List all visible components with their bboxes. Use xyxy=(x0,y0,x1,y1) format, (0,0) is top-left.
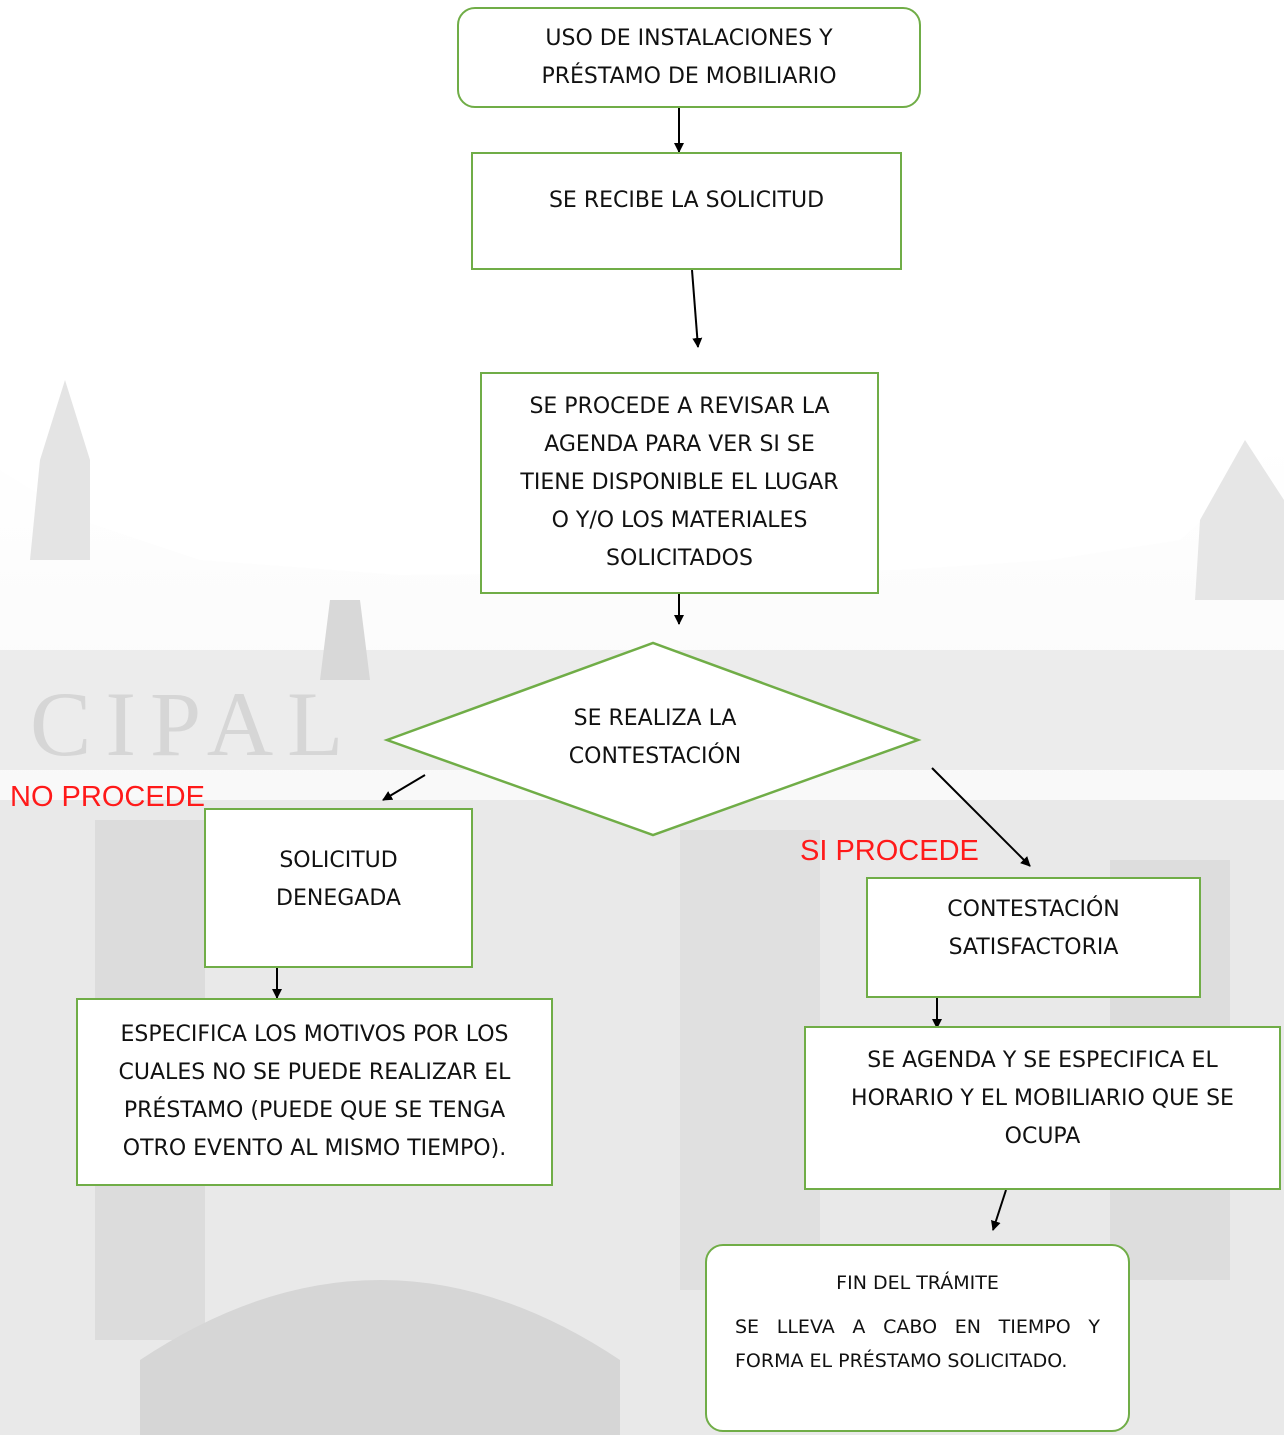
denied-node: SOLICITUD DENEGADA xyxy=(204,808,473,968)
receive-request-text: SE RECIBE LA SOLICITUD xyxy=(548,188,825,213)
reasons-text: ESPECIFICA LOS MOTIVOS POR LOS CUALES NO… xyxy=(118,1022,511,1161)
schedule-text: SE AGENDA Y SE ESPECIFICA EL HORARIO Y E… xyxy=(851,1048,1234,1149)
review-agenda-text: SE PROCEDE A REVISAR LA AGENDA PARA VER … xyxy=(520,394,839,571)
satisfactory-node: CONTESTACIÓN SATISFACTORIA xyxy=(866,877,1201,998)
receive-request-node: SE RECIBE LA SOLICITUD xyxy=(471,152,902,270)
start-node-text: USO DE INSTALACIONES Y PRÉSTAMO DE MOBIL… xyxy=(541,25,837,89)
end-body: SE LLEVA A CABO EN TIEMPO Y FORMA EL PRÉ… xyxy=(735,1316,1100,1372)
decision-text: SE REALIZA LA CONTESTACIÓN xyxy=(568,706,742,769)
denied-text: SOLICITUD DENEGADA xyxy=(276,848,401,911)
si-procede-label: SI PROCEDE xyxy=(800,835,979,867)
schedule-node: SE AGENDA Y SE ESPECIFICA EL HORARIO Y E… xyxy=(804,1026,1281,1190)
end-title: FIN DEL TRÁMITE xyxy=(836,1272,999,1294)
reasons-node: ESPECIFICA LOS MOTIVOS POR LOS CUALES NO… xyxy=(76,998,553,1186)
satisfactory-text: CONTESTACIÓN SATISFACTORIA xyxy=(947,897,1120,960)
watermark-text: CIPAL xyxy=(30,673,357,775)
review-agenda-node: SE PROCEDE A REVISAR LA AGENDA PARA VER … xyxy=(480,372,879,594)
no-procede-label: NO PROCEDE xyxy=(10,781,205,813)
start-node: USO DE INSTALACIONES Y PRÉSTAMO DE MOBIL… xyxy=(457,7,921,108)
end-node: FIN DEL TRÁMITE SE LLEVA A CABO EN TIEMP… xyxy=(705,1244,1130,1432)
